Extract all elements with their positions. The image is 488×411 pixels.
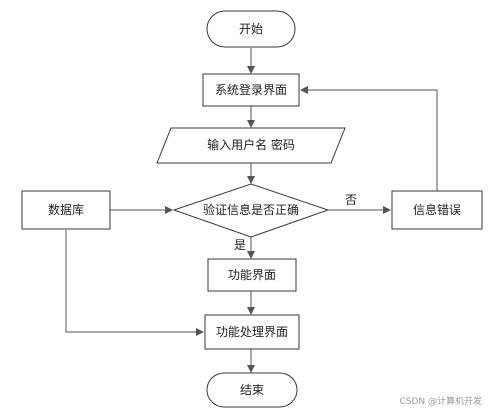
edge-database-to-processing bbox=[65, 230, 204, 336]
end-terminal bbox=[206, 372, 298, 408]
login-screen-box bbox=[202, 73, 300, 107]
start-terminal bbox=[206, 10, 296, 48]
end-label: 结束 bbox=[240, 383, 264, 397]
input-credentials-label: 输入用户名 密码 bbox=[207, 137, 295, 152]
edge-label-no: 否 bbox=[345, 193, 357, 207]
verify-decision bbox=[172, 183, 330, 238]
function-screen-box bbox=[207, 258, 297, 292]
verify-label: 验证信息是否正确 bbox=[203, 202, 299, 217]
login-screen-label: 系统登录界面 bbox=[215, 82, 287, 97]
processing-screen-box bbox=[204, 314, 300, 350]
function-screen-label: 功能界面 bbox=[228, 268, 276, 282]
error-label: 信息错误 bbox=[413, 202, 461, 217]
database-box bbox=[21, 190, 111, 230]
edge-error-to-login bbox=[300, 86, 438, 191]
edge-label-yes: 是 bbox=[234, 238, 246, 252]
watermark: CSDN @计算机开发 bbox=[399, 397, 482, 407]
input-credentials-box bbox=[156, 127, 346, 164]
error-box bbox=[391, 190, 483, 230]
start-label: 开始 bbox=[239, 22, 263, 36]
database-label: 数据库 bbox=[48, 202, 84, 217]
processing-screen-label: 功能处理界面 bbox=[216, 325, 288, 339]
